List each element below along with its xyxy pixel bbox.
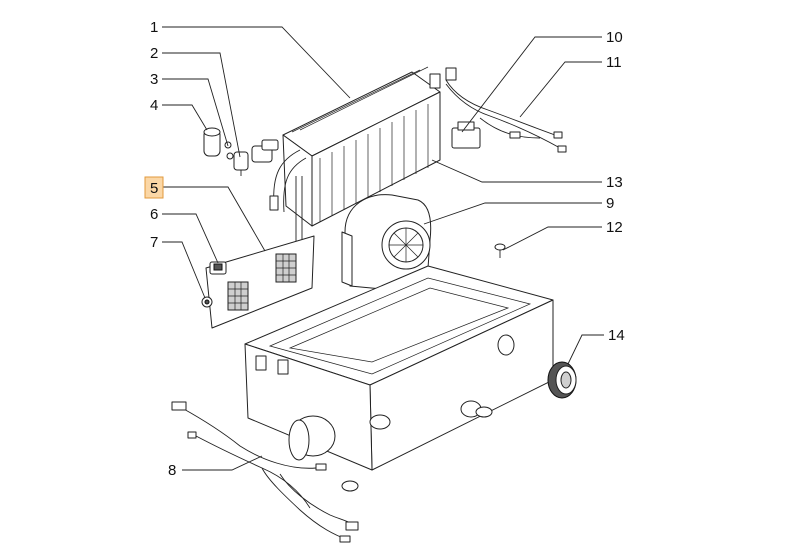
caster-wheel[interactable]	[547, 361, 577, 399]
leader-6	[162, 213, 219, 264]
callout-10: 10	[606, 29, 623, 46]
evaporator-coil[interactable]	[251, 66, 457, 244]
base-housing[interactable]	[244, 265, 554, 492]
leader-3	[162, 78, 229, 147]
grille-openings	[227, 253, 297, 311]
callout-8: 8	[168, 462, 176, 479]
leader-4	[162, 104, 208, 131]
leader-13	[431, 159, 602, 183]
callout-4: 4	[150, 97, 158, 114]
blower-wheel[interactable]	[341, 194, 432, 291]
callout-13: 13	[606, 174, 623, 191]
leader-8	[182, 455, 263, 471]
callout-6: 6	[150, 206, 158, 223]
leader-7	[162, 241, 206, 299]
callout-11: 11	[606, 54, 622, 71]
o-rings[interactable]	[224, 141, 234, 160]
wiring-harness-lower[interactable]	[171, 401, 359, 543]
knob[interactable]	[201, 296, 213, 308]
callout-labels: 1 2 3 4 5 6 7 8 9 10 11 12 13 14	[144, 19, 625, 479]
valve-fitting[interactable]	[233, 151, 249, 176]
leader-lines	[162, 26, 604, 471]
callout-12: 12	[606, 219, 623, 236]
screw[interactable]	[494, 243, 506, 258]
expansion-valve[interactable]	[203, 127, 221, 157]
leader-5	[163, 186, 266, 252]
callout-14: 14	[608, 327, 625, 344]
filter-grille-panel[interactable]	[205, 235, 315, 329]
callout-2: 2	[150, 45, 158, 62]
transformer[interactable]	[451, 121, 481, 149]
callout-3: 3	[150, 71, 158, 88]
leader-11	[519, 61, 602, 118]
callout-5-highlight	[144, 176, 164, 199]
wiring-harness-upper[interactable]	[445, 79, 567, 153]
callout-7: 7	[150, 234, 158, 251]
leader-2	[162, 52, 241, 158]
callout-9: 9	[606, 195, 614, 212]
switch[interactable]	[209, 261, 227, 275]
callout-1: 1	[150, 19, 158, 36]
leader-1	[162, 26, 351, 99]
leader-9	[423, 202, 602, 225]
leader-14	[567, 334, 604, 365]
leader-12	[502, 226, 602, 251]
leader-10	[461, 36, 602, 133]
callout-5: 5	[150, 180, 158, 197]
